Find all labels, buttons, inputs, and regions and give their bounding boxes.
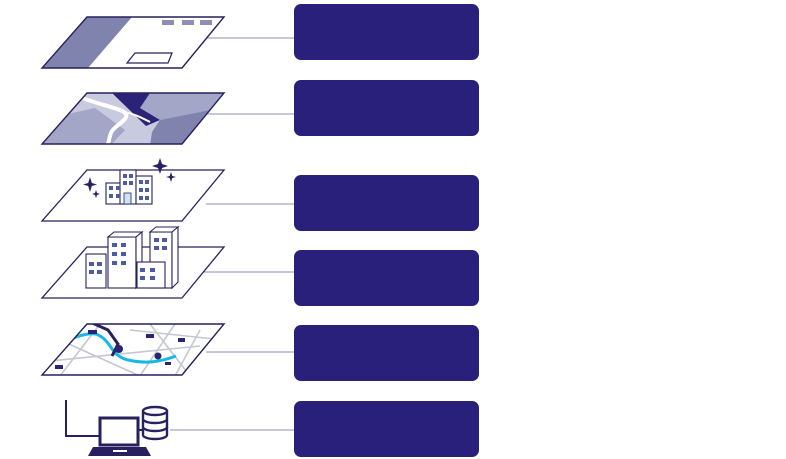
layer-box-5 <box>294 325 479 381</box>
layer-box-4 <box>294 250 479 306</box>
sparkling-building-icon <box>40 158 226 222</box>
street-map-icon <box>40 323 226 376</box>
layer-box-6 <box>294 401 479 457</box>
envelope-icon <box>40 16 226 69</box>
terrain-map-icon <box>40 92 226 145</box>
laptop-database-icon <box>65 400 169 456</box>
layer-box-3 <box>294 175 479 231</box>
layer-box-1 <box>294 4 479 60</box>
layer-box-2 <box>294 80 479 136</box>
connector-lines <box>170 37 294 431</box>
city-buildings-icon <box>40 225 226 299</box>
